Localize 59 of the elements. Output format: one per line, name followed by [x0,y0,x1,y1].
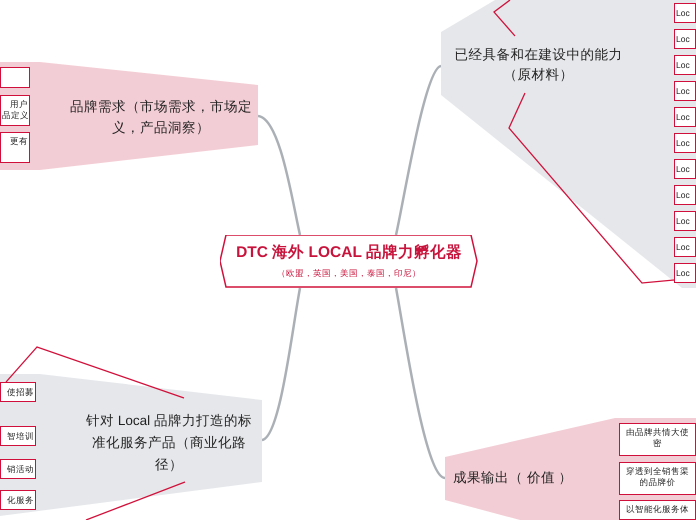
box-label: 密 [652,438,663,449]
box-label: 用户 [9,99,28,110]
box-label: 以智能化服务体 [625,504,690,515]
box-label: 品定义 [2,110,28,121]
topic-box [674,3,696,23]
connector [261,288,302,442]
topic-box [0,426,36,446]
topic-box [674,159,696,179]
topic-subtitle: （欧盟，英国，美国，泰国，印尼） [276,268,422,279]
box-label: Loc [676,60,691,71]
box-label: 销活动 [6,464,34,475]
topic-box [674,263,696,283]
topic-box [619,500,696,520]
topic-box [0,382,36,402]
box-label: 使招募 [6,387,34,398]
box-label: Loc [676,138,691,149]
box-label: Loc [676,164,691,175]
branch-label: 已经具备和在建设中的能力 [454,46,624,64]
branch-label: （原材料） [502,66,574,84]
box-label: Loc [676,8,691,19]
topic-box [674,29,696,49]
topic-box [619,423,696,456]
topic-box [674,211,696,231]
topic-box [0,67,30,88]
topic-box [674,133,696,153]
box-label: Loc [676,216,691,227]
branch-label: 品牌需求（市场需求，市场定义，产品洞察） [70,98,252,137]
topic-box [674,185,696,205]
connector [394,288,446,480]
box-label: Loc [676,112,691,123]
box-label: 更有 [9,136,28,147]
connector [258,114,302,236]
box-label: Loc [676,86,691,97]
topic-box [0,490,36,510]
box-label: Loc [676,190,691,201]
box-label: Loc [676,268,691,279]
topic-box [0,95,30,126]
topic-title: DTC 海外 LOCAL 品牌力孵化器 [235,243,463,263]
topic-box [674,107,696,127]
branch-band [0,62,258,170]
branch-band [0,374,262,516]
topic-box [674,237,696,257]
box-label: 智培训 [6,431,34,442]
box-label: 由品牌共情大使 [625,427,690,438]
branch-label: 针对 Local 品牌力打造的标准化服务产品（商业化路径） [85,412,253,474]
central-topic [220,235,478,288]
branch-label: 成果输出（ 价值 ） [453,469,574,487]
box-label: 的品牌价 [638,477,676,488]
branch-band [445,418,696,520]
topic-box [674,81,696,101]
box-label: 穿透到全销售渠 [625,466,690,477]
topic-box [619,462,696,495]
topic-box [0,459,36,479]
box-label: Loc [676,242,691,253]
connector [394,65,442,236]
box-label: Loc [676,34,691,45]
topic-box [0,132,30,163]
box-label: 化服务 [6,495,34,506]
topic-box [674,55,696,75]
